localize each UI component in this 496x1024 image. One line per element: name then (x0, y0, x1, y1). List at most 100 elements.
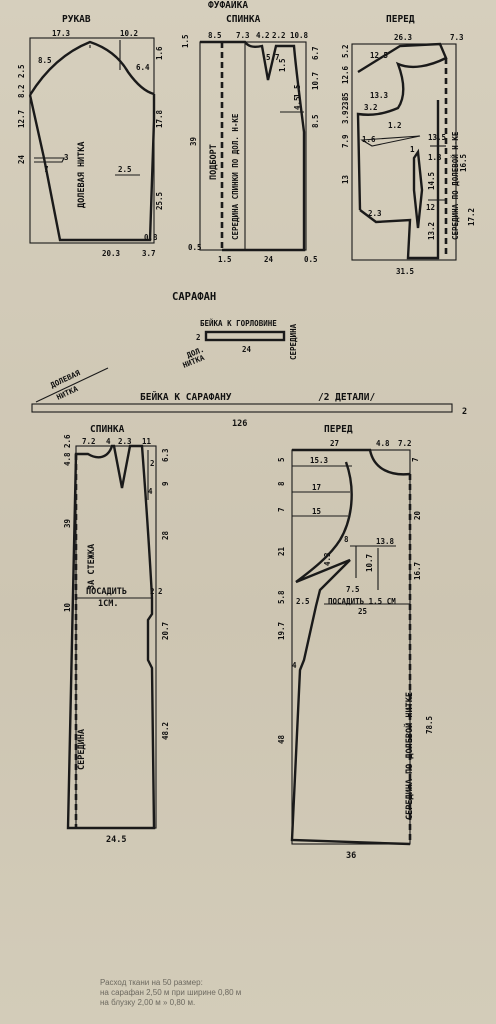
blouse-front-m: 3.5 (341, 92, 350, 106)
sleeve-m: 17.8 (155, 109, 164, 128)
sarafan-back-m: 2.6 (63, 434, 72, 448)
blouse-back-m: 0.5 (304, 255, 318, 264)
sarafan-back-m: 2 (158, 587, 163, 596)
blouse-back-m: 8.5 (311, 114, 320, 128)
sleeve-pattern: РУКАВ ДОЛЕВАЯ НИТКА 17.3 10.2 8.5 6.4 8.… (17, 14, 164, 258)
blouse-back-m: 10.8 (290, 31, 309, 40)
blouse-front-m: 31.5 (396, 267, 414, 276)
sleeve-m: 2.5 (17, 64, 26, 78)
blouse-back-m: 4.5 (293, 96, 302, 110)
blouse-back-m: 2.2 (272, 31, 286, 40)
sarafan-back-label: СЕРЕДИНА (77, 729, 87, 770)
sarafan-front-m: 4 (292, 661, 297, 670)
blouse-front-outline (356, 42, 448, 211)
blouse-front-m: 13.5 (428, 133, 446, 142)
sarafan-front-m: 20 (413, 510, 422, 520)
blouse-back-m: 10.7 (311, 72, 320, 90)
sleeve-m: 8.5 (38, 56, 52, 65)
sleeve-m: 10.2 (120, 29, 138, 38)
sarafan-front-m: 17 (312, 483, 321, 492)
sarafan-back-m: 11 (142, 437, 152, 446)
sarafan-front-m: 25 (358, 607, 367, 616)
sleeve-title: РУКАВ (62, 14, 91, 25)
blouse-front-m: 12.5 (370, 51, 388, 60)
blouse-front-m: 16.5 (459, 154, 468, 172)
sarafan-front-m: 7.2 (398, 439, 412, 448)
sarafan-front-m: 78.5 (425, 716, 434, 734)
sarafan-back-m: 2.3 (118, 437, 132, 446)
neck-binding-strip (204, 330, 286, 342)
blouse-front-waist-dart (412, 148, 424, 229)
blouse-front-dart (360, 135, 421, 147)
blouse-front-m: 26.3 (394, 33, 413, 42)
sarafan-back-m: 4 (148, 487, 153, 496)
blouse-front-m: 3.9 (341, 110, 350, 124)
sarafan-back-m: 48.2 (161, 722, 170, 740)
sarafan-back-label: ЗА СТЕЖКА (87, 544, 97, 590)
sarafan-front-m: 7.5 (346, 585, 360, 594)
sarafan-back-m: 10 (63, 602, 72, 612)
sleeve-m: 20.3 (102, 249, 121, 258)
sarafan-front-m: 4.3 (323, 552, 332, 566)
sarafan-back-m: 6.3 (161, 448, 170, 462)
sleeve-m: 6.4 (136, 63, 150, 72)
sarafan-front-outline (290, 461, 411, 846)
blouse-front-m: 3.2 (364, 103, 378, 112)
blouse-back-pattern: СПИНКА ПОДБОРТ СЕРЕДИНА СПИНКИ ПО ДОЛ. Н… (181, 14, 320, 264)
sarafan-front-m: 16.7 (413, 562, 422, 580)
sarafan-binding-strip (31, 403, 453, 413)
blouse-back-m: 6.7 (311, 46, 320, 60)
blouse-front-m: 7.9 (341, 134, 350, 148)
sarafan-front-m: 2.5 (296, 597, 310, 606)
neck-binding-title: БЕЙКА К ГОРЛОВИНЕ (200, 319, 277, 328)
sarafan-front-m: 15.3 (310, 456, 329, 465)
blouse-back-m: 1.5 (278, 58, 287, 72)
sleeve-cap (28, 40, 155, 96)
blouse-back-m: 5.7 (266, 53, 280, 62)
sarafan-back-m: 4.8 (63, 452, 72, 466)
blouse-back-m: 8.5 (208, 31, 222, 40)
fabric-consumption-note: Расход ткани на 50 размер: на сарафан 2,… (100, 978, 400, 1008)
footer-line: на сарафан 2,50 м при ширине 0,80 м (100, 988, 242, 997)
sarafan-back-title: СПИНКА (90, 424, 125, 435)
sarafan-back-m: 9 (161, 481, 170, 486)
sleeve-sides (28, 94, 156, 242)
blouse-front-m: 14.5 (427, 172, 436, 190)
sleeve-m: 24 (17, 154, 26, 164)
sleeve-m: 2.5 (118, 165, 132, 174)
blouse-front-m: 12.6 (341, 65, 350, 84)
sleeve-m: 1.6 (155, 46, 164, 60)
neck-binding-m: 24 (242, 345, 252, 354)
sarafan-back-m: 28 (161, 530, 170, 540)
sarafan-front-m: 7 (411, 457, 420, 462)
sarafan-title: САРАФАН (172, 291, 216, 303)
sarafan-back-frame (75, 445, 157, 829)
sarafan-binding-pattern: БЕЙКА К САРАФАНУ /2 ДЕТАЛИ/ 126 2 ДОЛЕВА… (31, 367, 467, 429)
blouse-back-m: 24 (264, 255, 274, 264)
sarafan-binding-grain: ДОЛЕВАЯ (49, 368, 82, 390)
blouse-back-m: 0.5 (188, 243, 202, 252)
sarafan-front-m: 27 (330, 439, 339, 448)
sleeve-m: 3.7 (142, 249, 156, 258)
blouse-front-m: 1 (410, 145, 415, 154)
blouse-front-m: 2.8 (341, 96, 350, 110)
sarafan-binding-grain-line (35, 367, 109, 403)
sarafan-back-m: 2 (150, 587, 155, 596)
blouse-back-label: СЕРЕДИНА СПИНКИ ПО ДОЛ. Н-КЕ (231, 113, 240, 240)
sarafan-back-m: 2 (150, 459, 155, 468)
blouse-front-m: 5.2 (341, 44, 350, 58)
sarafan-front-m: 21 (277, 546, 286, 556)
footer-line: на блузку 2,00 м » 0,80 м. (100, 998, 196, 1007)
sleeve-m: 0.8 (144, 233, 158, 242)
sarafan-front-m: 5.8 (277, 590, 286, 604)
sarafan-front-m: 8 (344, 535, 349, 544)
sarafan-back-pattern: СПИНКА ЗА СТЕЖКА СЕРЕДИНА ПОСАДИТЬ 1СМ. … (63, 424, 170, 845)
blouse-front-frame (351, 43, 457, 261)
sleeve-m: 25.5 (155, 192, 164, 210)
blouse-back-m: 39 (189, 136, 198, 146)
blouse-back-outline (200, 40, 306, 252)
sarafan-front-m: 7 (277, 507, 286, 512)
sarafan-front-m: 15 (312, 507, 321, 516)
